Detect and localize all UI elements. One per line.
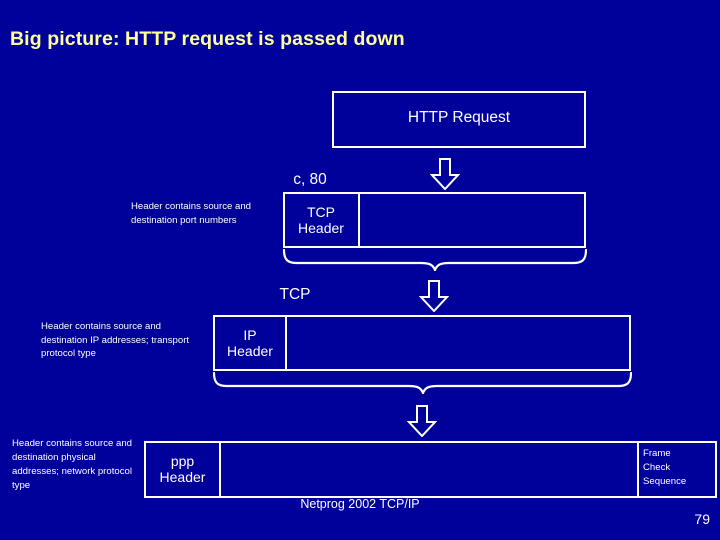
tcp-flow-label: TCP [279,286,311,303]
ppp-trailer-divider [637,443,639,496]
ip-header-description: Header contains source and destination I… [41,321,190,360]
page-title: Big picture: HTTP request is passed down [10,28,405,50]
curly-brace-icon [213,372,632,394]
ip-datagram-box [213,315,631,371]
arrow-down-icon [430,158,460,190]
ip-header-label: IP Header [227,327,273,359]
ppp-header-description: Header contains source and destination p… [12,438,132,491]
tcp-segment-box [283,192,586,248]
arrow-down-icon [419,280,449,312]
ppp-frame-box [144,441,717,498]
ppp-header-label: ppp Header [159,453,206,485]
tcp-header-label: TCP Header [298,204,344,236]
ip-header-divider [285,317,287,369]
tcp-header-divider [358,194,360,246]
page-number: 79 [694,511,710,527]
http-request-box [332,91,586,148]
http-request-label: HTTP Request [407,109,511,126]
ppp-header-divider [219,443,221,496]
tcp-header-description: Header contains source and destination p… [131,201,251,226]
frame-check-sequence-label: Frame Check Sequence [643,448,687,487]
slide-footer: Netprog 2002 TCP/IP [300,497,420,511]
tcp-ports-label: c, 80 [293,171,327,188]
arrow-down-icon [407,405,437,437]
curly-brace-icon [283,249,587,271]
